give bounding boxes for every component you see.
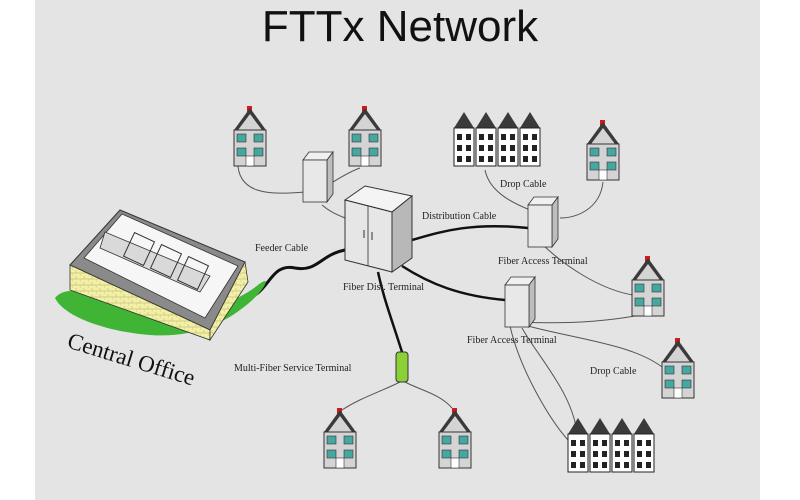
house-icon [438, 407, 472, 469]
house-icon [323, 407, 357, 469]
house-icon [233, 105, 267, 167]
distribution-cable-lines [376, 224, 529, 353]
house-icon [348, 105, 382, 167]
fiber-access-terminal-label: Fiber Access Terminal [467, 335, 557, 346]
drop-cable-lines [237, 157, 669, 441]
house-icon [631, 255, 665, 317]
house-icon [661, 337, 695, 399]
fiber-access-terminal-1-box [527, 196, 559, 248]
fiber-access-terminal-label: Fiber Access Terminal [498, 256, 588, 267]
townhouse-row-icon [567, 417, 655, 473]
fiber-dist-terminal [343, 185, 414, 273]
central-office-building [55, 209, 266, 342]
drop-cable-label: Drop Cable [590, 366, 637, 377]
distribution-cable-label: Distribution Cable [422, 211, 497, 222]
multi-fiber-service-terminal-label: Multi-Fiber Service Terminal [234, 363, 352, 374]
fiber-access-terminal-2-box [504, 276, 536, 328]
diagram-title: FTTx Network [261, 2, 539, 51]
drop-cable-label: Drop Cable [500, 179, 547, 190]
house-icon [586, 119, 620, 181]
feeder-cable-label: Feeder Cable [255, 243, 309, 254]
fiber-dist-terminal-label: Fiber Dist. Terminal [343, 282, 425, 293]
pedestal-terminal-small [302, 151, 334, 203]
multi-fiber-service-terminal-box [395, 351, 409, 383]
townhouse-row-icon [453, 111, 541, 167]
